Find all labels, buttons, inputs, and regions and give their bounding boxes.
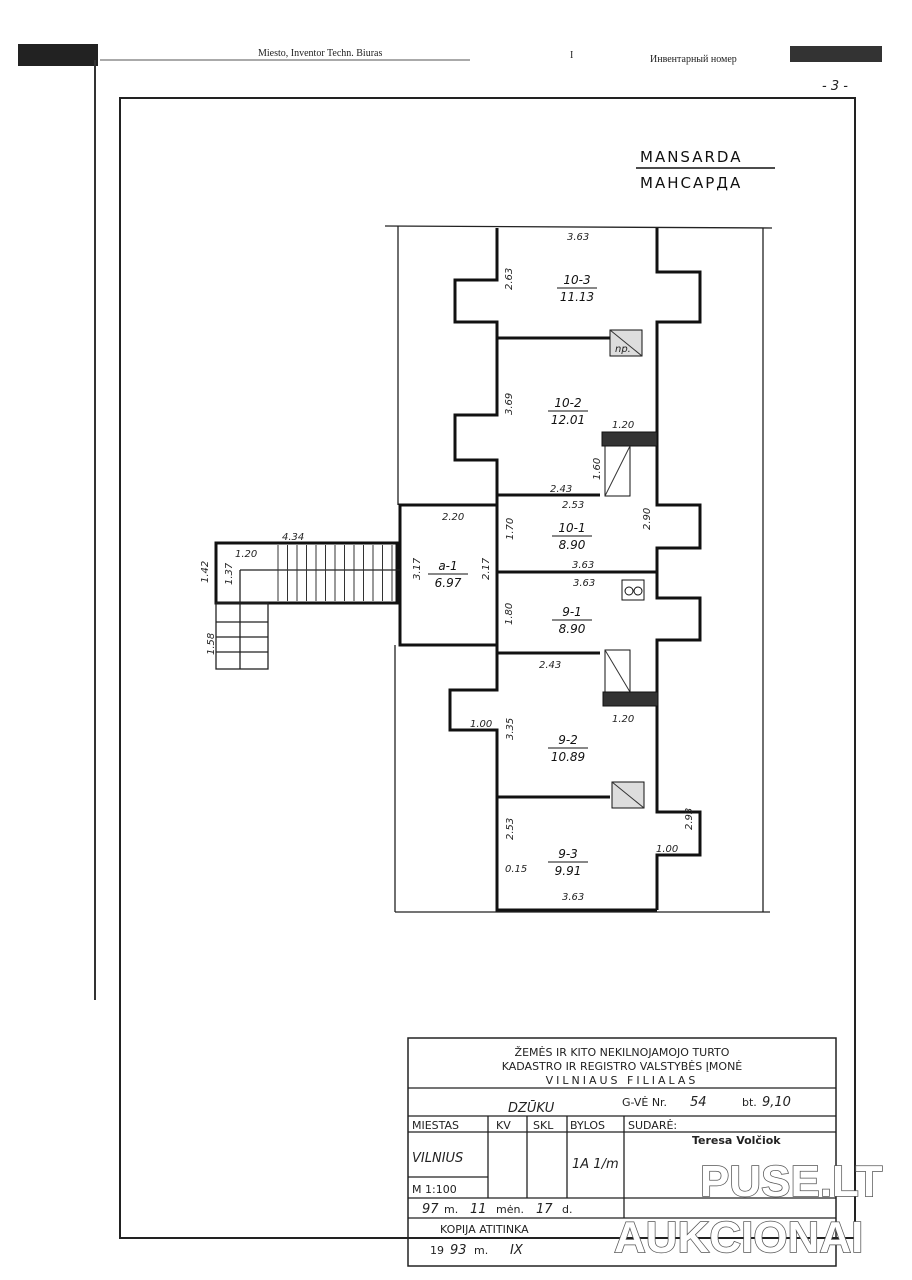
room-label: 9-2 10.89 bbox=[548, 733, 588, 764]
dimension-label: 1.20 bbox=[612, 714, 634, 725]
dimension-label: 3.63 bbox=[567, 232, 589, 243]
dimension-label: 0.15 bbox=[505, 864, 527, 875]
scan-dark-mark bbox=[790, 46, 882, 62]
room-id: 10-2 bbox=[554, 396, 581, 410]
date-month: 11 bbox=[470, 1202, 487, 1217]
room-label: 10-1 8.90 bbox=[552, 521, 592, 552]
dimension-label: 4.34 bbox=[282, 532, 304, 543]
room-id: 9-1 bbox=[562, 605, 582, 619]
room-label: a-1 6.97 bbox=[428, 559, 468, 590]
scale: M 1:100 bbox=[412, 1183, 457, 1196]
street: DZŪKU bbox=[508, 1101, 555, 1116]
dimension-label: 3.63 bbox=[573, 578, 595, 589]
watermark-line-2: AUKCIONAI bbox=[614, 1213, 863, 1262]
header-center-mark: I bbox=[570, 50, 573, 61]
room-area: 12.01 bbox=[551, 413, 585, 427]
col-sudare: SUDARĖ: bbox=[628, 1119, 677, 1132]
dimension-label: np. bbox=[615, 344, 631, 355]
date-month-label: mėn. bbox=[496, 1203, 524, 1216]
drawing-frame bbox=[119, 97, 856, 1239]
dimension-label: 2.43 bbox=[550, 484, 572, 495]
room-area: 8.90 bbox=[559, 622, 586, 636]
room-label: 9-1 8.90 bbox=[552, 605, 592, 636]
dimension-label: 2.53 bbox=[505, 818, 516, 840]
dimension-label: 1.58 bbox=[206, 633, 217, 655]
dimension-label: 2.17 bbox=[481, 557, 492, 580]
plan-title-lt: MANSARDA bbox=[640, 148, 742, 166]
org-line-2: KADASTRO IR REGISTRO VALSTYBĖS ĮMONĖ bbox=[502, 1060, 743, 1073]
staircase bbox=[214, 541, 400, 670]
dimension-label: 2.90 bbox=[642, 508, 653, 530]
dimension-label: 1.70 bbox=[505, 518, 516, 540]
org-line-1: ŽEMĖS IR KITO NEKILNOJAMOJO TURTO bbox=[515, 1046, 730, 1059]
dimension-label: 2.20 bbox=[442, 512, 464, 523]
gve-no: 54 bbox=[690, 1095, 707, 1110]
room-id: a-1 bbox=[438, 559, 457, 573]
date-year-label: m. bbox=[444, 1203, 458, 1216]
dimension-label: 1.20 bbox=[235, 549, 257, 560]
title-block: ŽEMĖS IR KITO NEKILNOJAMOJO TURTO KADAST… bbox=[407, 1037, 837, 1267]
col-sk: SKL bbox=[533, 1119, 554, 1132]
date-day-label: d. bbox=[562, 1203, 572, 1216]
apartment-walls bbox=[398, 228, 702, 912]
org-line-3: VILNIAUS FILIALAS bbox=[546, 1074, 699, 1087]
room-id: 10-1 bbox=[558, 521, 585, 535]
room-area: 8.90 bbox=[559, 538, 586, 552]
header-left-text: Miesto, Inventor Techn. Biuras bbox=[258, 48, 382, 59]
dimension-label: 3.69 bbox=[504, 393, 515, 415]
watermark-line-1: PUSE.LT bbox=[700, 1157, 883, 1206]
dimension-label: 2.53 bbox=[562, 500, 584, 511]
dimension-label: 2.43 bbox=[539, 660, 561, 671]
col-byla: BYLOS bbox=[570, 1119, 605, 1132]
date-year: 97 bbox=[422, 1202, 439, 1217]
copy-month: IX bbox=[510, 1243, 524, 1258]
bt-label: bt. bbox=[742, 1096, 757, 1109]
dimension-label: 1.20 bbox=[612, 420, 634, 431]
dimension-label: 1.00 bbox=[470, 719, 492, 730]
dimension-label: 3.63 bbox=[562, 892, 584, 903]
room-label: 10-3 11.13 bbox=[557, 273, 597, 304]
room-id: 10-3 bbox=[563, 273, 590, 287]
copy-year-label: m. bbox=[474, 1244, 488, 1257]
dimension-label: 2.63 bbox=[504, 268, 515, 290]
room-area: 6.97 bbox=[435, 576, 462, 590]
room-id: 9-2 bbox=[558, 733, 578, 747]
dimension-label: 1.00 bbox=[656, 844, 678, 855]
dimension-label: 1.60 bbox=[592, 458, 603, 480]
date-day: 17 bbox=[536, 1202, 553, 1217]
col-kv: KV bbox=[496, 1119, 511, 1132]
copy-label: KOPIJA ATITINKA bbox=[440, 1223, 529, 1236]
col-miestas: MIESTAS bbox=[412, 1119, 459, 1132]
city: VILNIUS bbox=[412, 1151, 463, 1166]
scan-dark-mark bbox=[18, 44, 98, 66]
room-area: 11.13 bbox=[560, 290, 594, 304]
copy-year: 93 bbox=[450, 1243, 467, 1258]
room-area: 10.89 bbox=[551, 750, 585, 764]
dimension-label: 3.63 bbox=[572, 560, 594, 571]
room-area: 9.91 bbox=[555, 864, 582, 878]
dimension-label: 3.35 bbox=[505, 718, 516, 740]
room-id: 9-3 bbox=[558, 847, 578, 861]
chimneys bbox=[601, 329, 659, 809]
dimension-label: 2.93 bbox=[684, 808, 695, 830]
bt-no: 9,10 bbox=[762, 1095, 791, 1110]
gve-label: G-VĖ Nr. bbox=[622, 1096, 667, 1109]
dimension-label: 3.17 bbox=[412, 557, 423, 580]
header-right-text: Инвентарный номер bbox=[650, 54, 737, 65]
room-label: 10-2 12.01 bbox=[548, 396, 588, 427]
copy-year-prefix: 19 bbox=[430, 1244, 444, 1257]
page-number: - 3 - bbox=[822, 79, 848, 94]
room-label: 9-3 9.91 bbox=[548, 847, 588, 878]
dimension-label: 1.42 bbox=[200, 561, 211, 583]
dimension-label: 1.37 bbox=[224, 562, 235, 585]
dimension-label: 1.80 bbox=[504, 603, 515, 625]
plan-title-ru: МАНСАРДА bbox=[640, 174, 742, 192]
file-code: 1A 1/m bbox=[572, 1157, 619, 1172]
building-outline bbox=[384, 225, 773, 913]
signer-name: Teresa Volčiok bbox=[692, 1134, 781, 1147]
